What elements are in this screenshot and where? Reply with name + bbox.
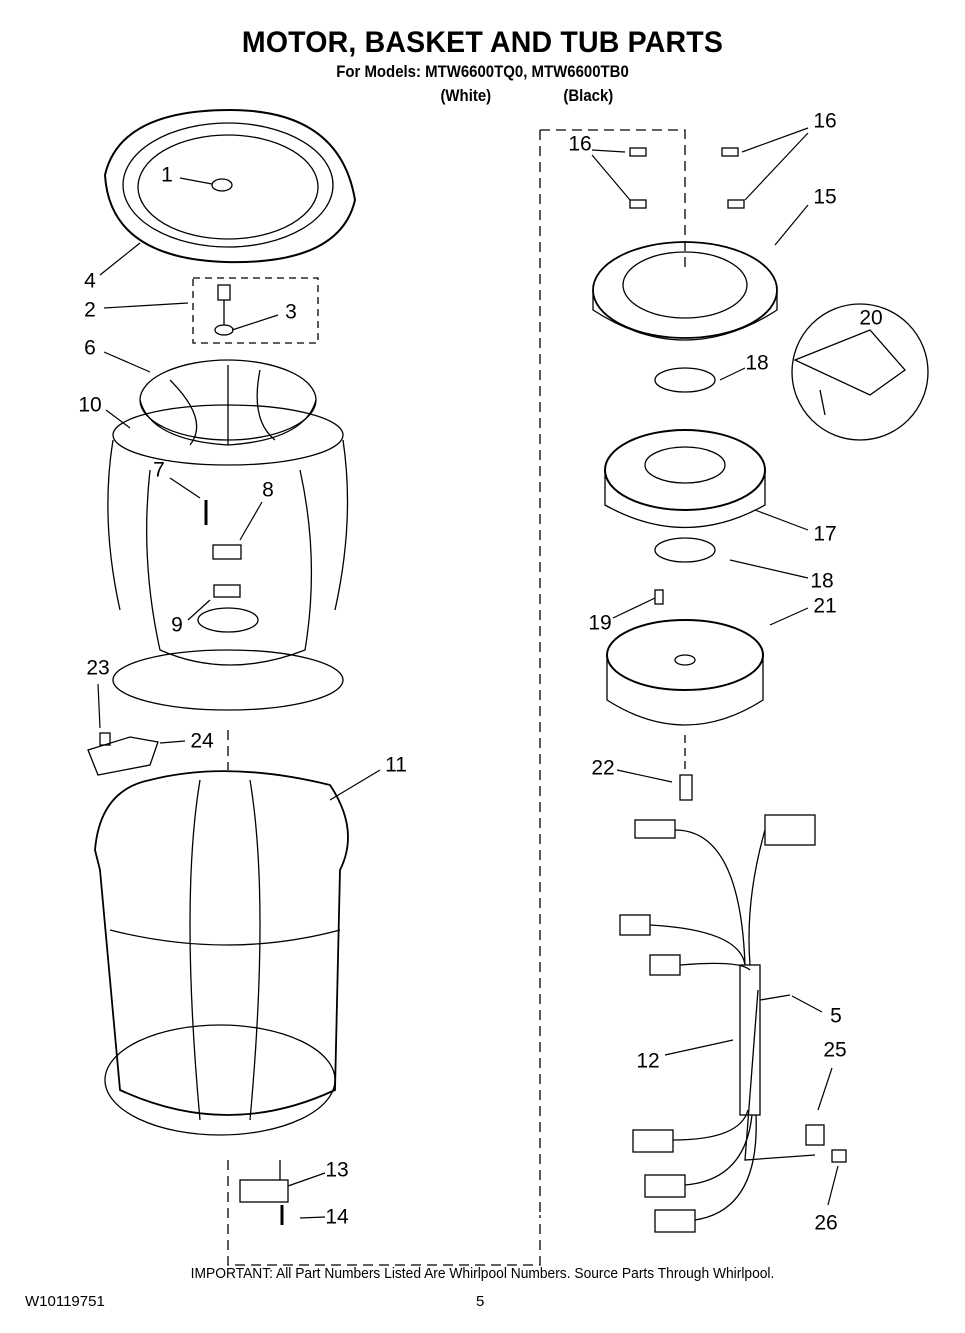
callout-3: 3 xyxy=(285,300,297,324)
callout-7: 7 xyxy=(153,458,165,482)
callout-19: 19 xyxy=(588,611,612,635)
callout-15: 15 xyxy=(813,185,837,209)
callout-16-right: 16 xyxy=(813,109,837,133)
callout-16-left: 16 xyxy=(568,132,592,156)
cap-screw-dashed-box xyxy=(192,277,319,344)
callout-2: 2 xyxy=(84,298,96,322)
stator-part xyxy=(604,367,766,563)
bracket-part xyxy=(87,732,159,776)
page-number: 5 xyxy=(476,1293,485,1310)
bolt-washer-part xyxy=(214,284,234,336)
callout-6: 6 xyxy=(84,336,96,360)
callout-25: 25 xyxy=(823,1038,847,1062)
callout-18-top: 18 xyxy=(745,351,769,375)
connector-detail-circle xyxy=(791,303,929,441)
tub-ring-part xyxy=(103,108,357,264)
document-id: W10119751 xyxy=(25,1293,105,1310)
color-white-label: (White) xyxy=(440,86,492,105)
callout-18-bottom: 18 xyxy=(810,569,834,593)
rotor-part xyxy=(606,589,764,801)
page-title: MOTOR, BASKET AND TUB PARTS xyxy=(241,26,724,59)
tub-base-bracket-dashed-frame xyxy=(227,129,686,1266)
callout-17: 17 xyxy=(813,522,837,546)
callout-12: 12 xyxy=(636,1049,660,1073)
basket-part xyxy=(107,404,349,711)
callout-26: 26 xyxy=(814,1211,838,1235)
leader-lines xyxy=(97,127,839,1219)
important-note: IMPORTANT: All Part Numbers Listed Are W… xyxy=(190,1265,775,1282)
callout-11: 11 xyxy=(385,753,407,777)
callout-4: 4 xyxy=(84,269,96,293)
outer-tub-part xyxy=(94,730,349,1136)
callout-10: 10 xyxy=(78,393,102,417)
stator-mount-part xyxy=(592,241,778,341)
callout-14: 14 xyxy=(325,1205,349,1229)
motor-clips-part xyxy=(629,147,745,209)
callout-1: 1 xyxy=(161,163,173,187)
callout-22: 22 xyxy=(591,756,615,780)
agitator-part xyxy=(139,359,317,446)
callout-13: 13 xyxy=(325,1158,349,1182)
models-subtitle: For Models: MTW6600TQ0, MTW6600TB0 xyxy=(336,62,629,81)
callout-23: 23 xyxy=(86,656,110,680)
callout-20: 20 xyxy=(859,306,883,330)
wire-harness-part xyxy=(619,814,847,1233)
bracket-13-14-part xyxy=(239,1160,289,1225)
callout-5: 5 xyxy=(830,1004,842,1028)
color-black-label: (Black) xyxy=(563,86,614,105)
callout-9: 9 xyxy=(171,613,183,637)
callout-24: 24 xyxy=(190,729,214,753)
callout-21: 21 xyxy=(813,594,837,618)
callout-8: 8 xyxy=(262,478,274,502)
